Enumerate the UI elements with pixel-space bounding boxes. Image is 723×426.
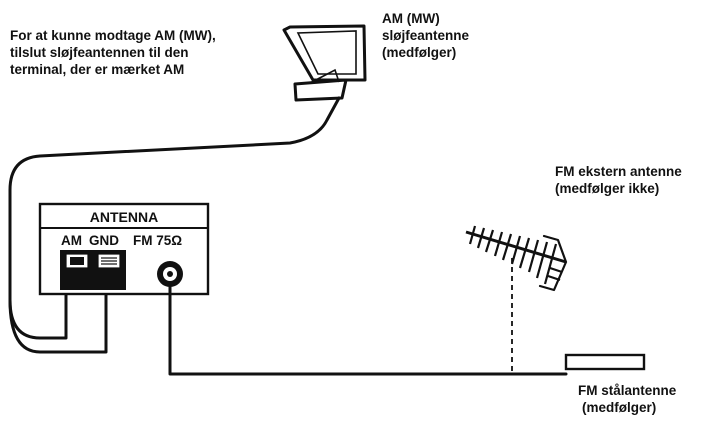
fm-external-label-line: FM ekstern antenne (555, 164, 682, 179)
am-antenna-label: AM (MW) sløjfeantenne (medfølger) (382, 10, 469, 61)
am-antenna-label-line: (medfølger) (382, 45, 457, 60)
fm-external-antenna-label: FM ekstern antenne (medfølger ikke) (555, 163, 682, 197)
fm-external-label-line: (medfølger ikke) (555, 181, 660, 196)
am-terminal-label: AM (61, 233, 82, 248)
fm-terminal-label: FM 75Ω (133, 233, 182, 248)
gnd-terminal-label: GND (89, 233, 119, 248)
instruction-line: tilslut sløjfeantennen til den (10, 45, 189, 60)
antenna-terminal-panel: ANTENNA AM GND FM 75Ω (38, 202, 210, 296)
fm-feeder-cable (168, 285, 568, 376)
am-antenna-label-line: sløjfeantenne (382, 28, 470, 43)
am-antenna-label-line: AM (MW) (382, 11, 440, 26)
fm-wire-antenna (564, 353, 646, 371)
am-antenna-cable (8, 96, 341, 340)
gnd-cable (8, 278, 108, 354)
instruction-line: terminal, der er mærket AM (10, 62, 185, 77)
fm-yagi-antenna (465, 225, 568, 372)
fm-wire-antenna-label: FM stålantenne (medfølger) (578, 382, 676, 416)
fm-wire-label-line: FM stålantenne (578, 383, 677, 398)
fm-wire-label-line: (medfølger) (582, 400, 657, 415)
instruction-line: For at kunne modtage AM (MW), (10, 28, 216, 43)
am-loop-antenna (282, 24, 367, 102)
panel-title: ANTENNA (90, 209, 158, 225)
am-instruction-note: For at kunne modtage AM (MW), tilslut sl… (10, 27, 216, 78)
